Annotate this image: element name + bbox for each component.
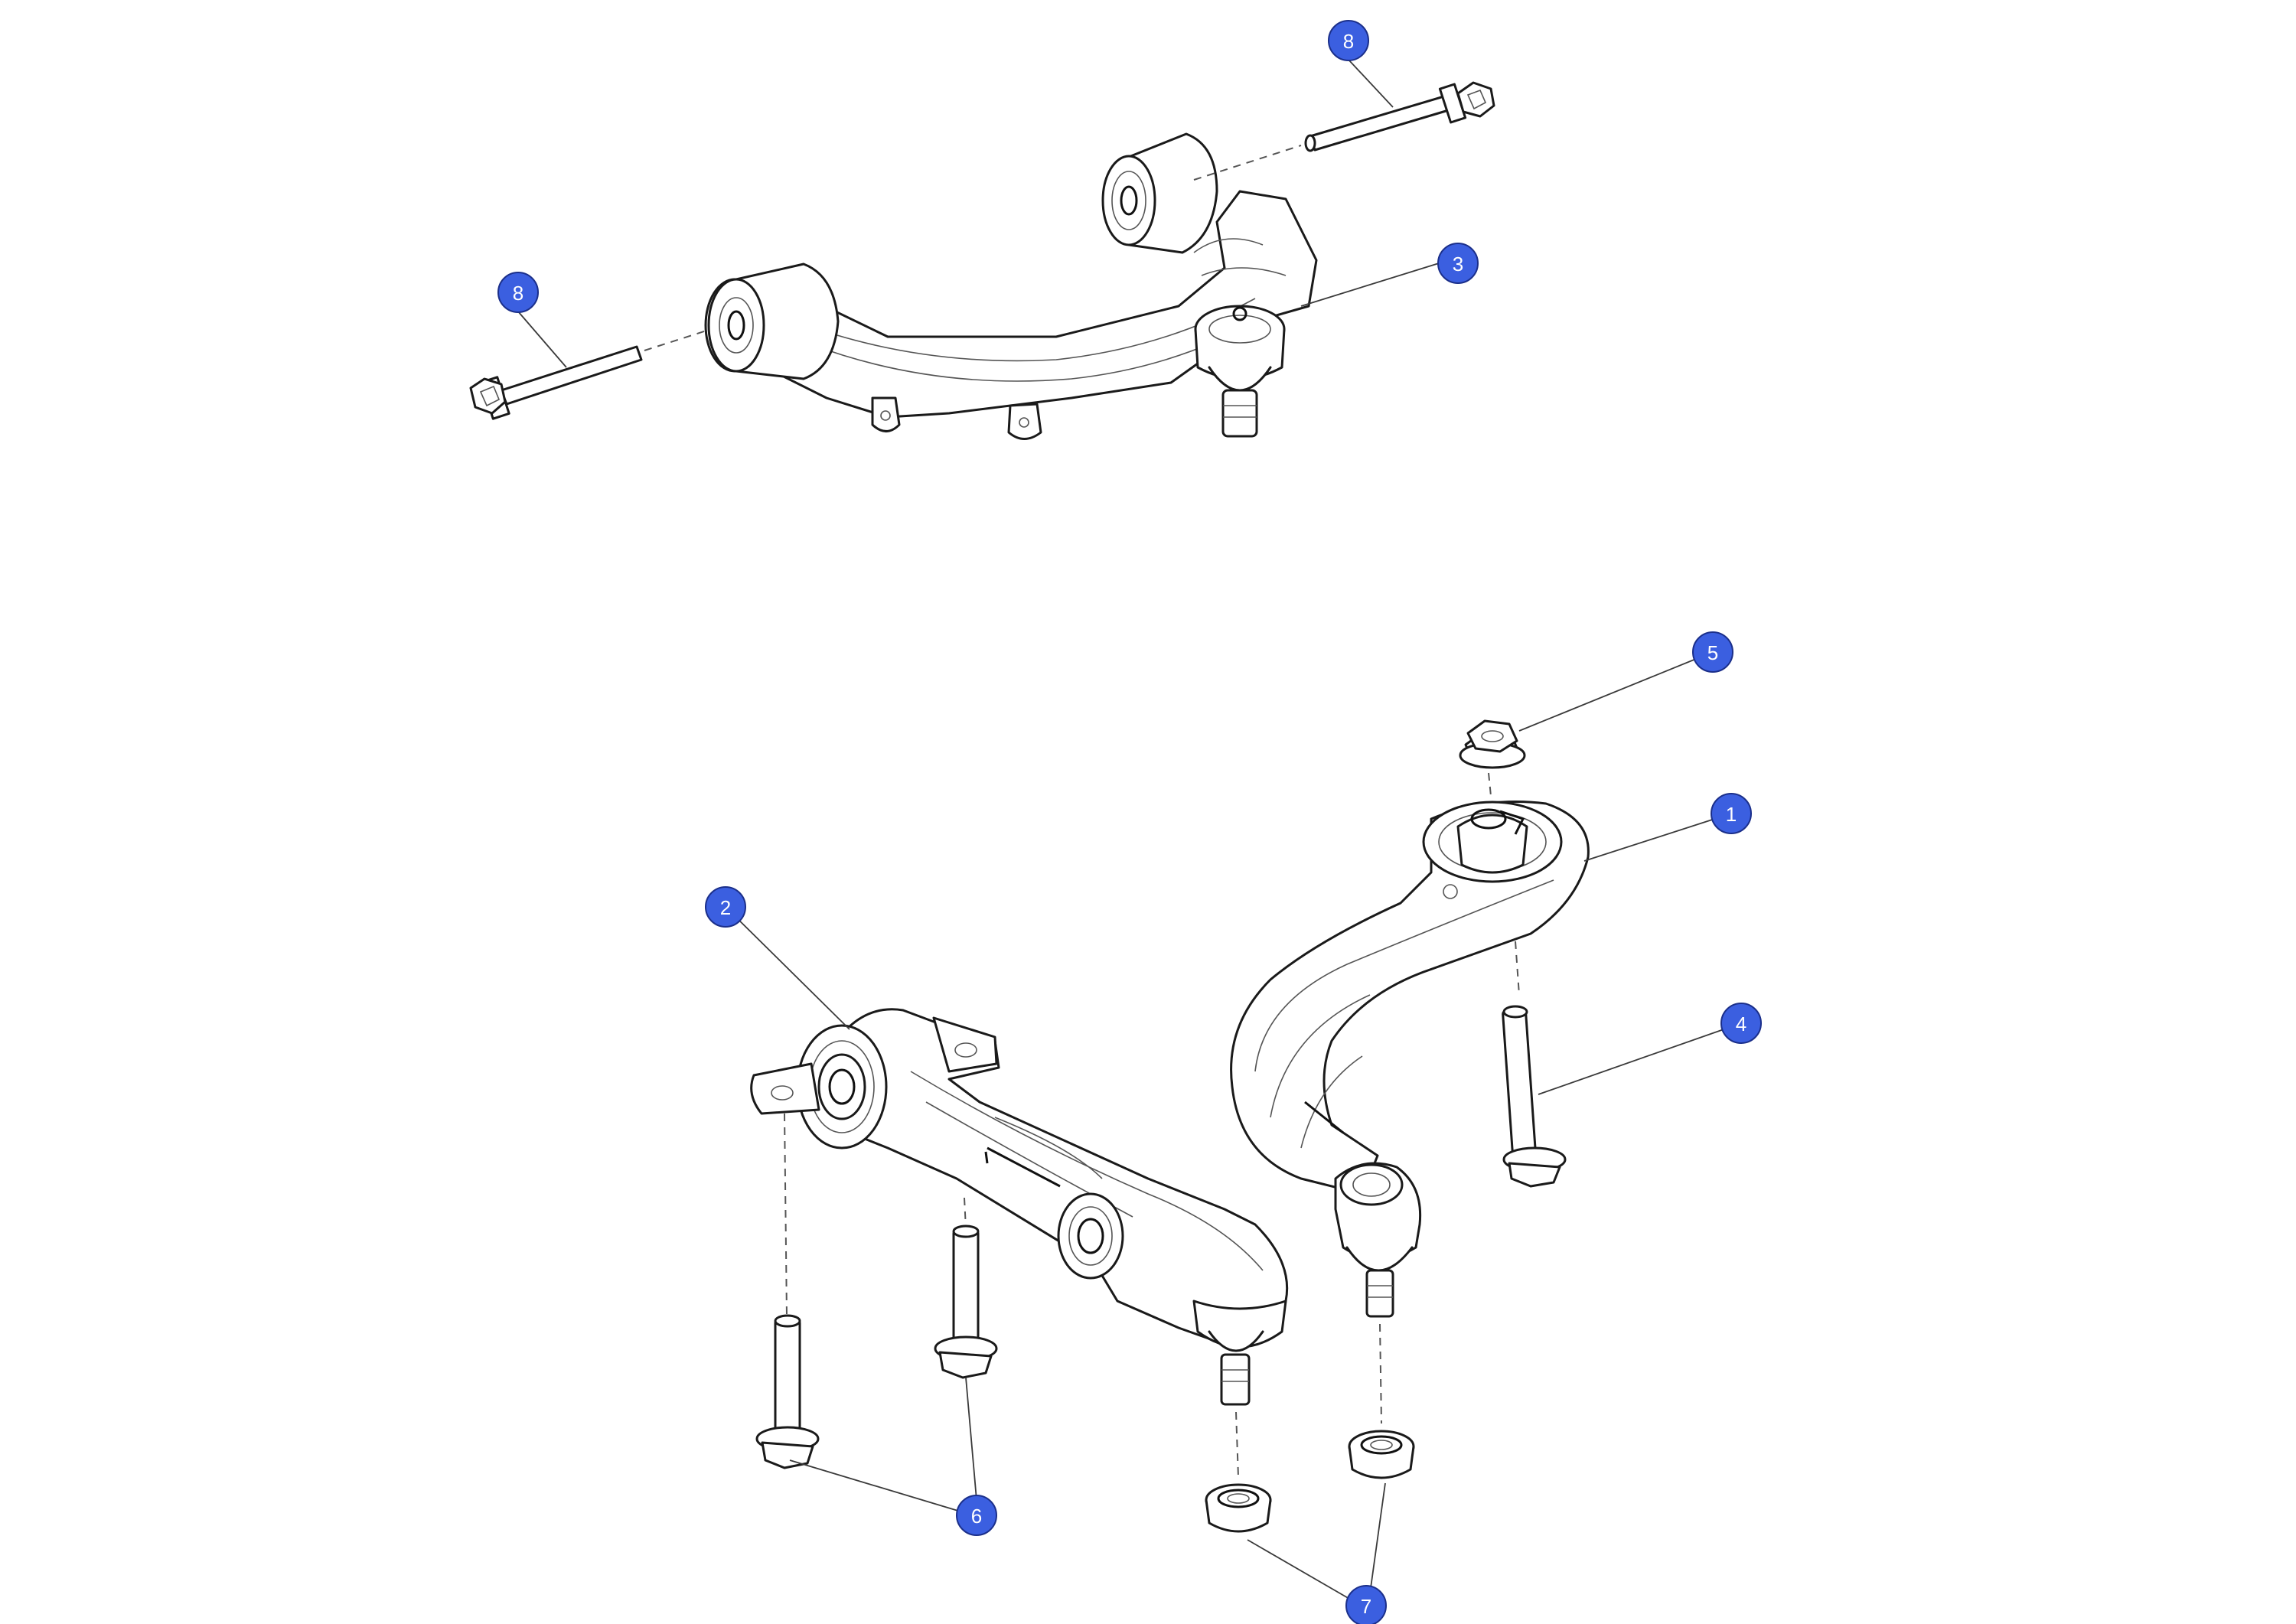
callout-2[interactable]: 2 — [705, 886, 746, 928]
flange-nut-upper — [1459, 719, 1526, 769]
leader-3 — [1300, 263, 1440, 307]
callout-3[interactable]: 3 — [1437, 243, 1479, 284]
callout-1-label: 1 — [1726, 803, 1737, 826]
callout-8b-label: 8 — [1343, 30, 1354, 53]
nut-7a-axis — [1235, 1411, 1239, 1478]
bolt-6b — [934, 1225, 998, 1379]
upper-control-arm-assembly — [469, 81, 1495, 440]
callout-5[interactable]: 5 — [1692, 631, 1733, 673]
lock-nut-7a — [1205, 1483, 1272, 1533]
leader-1 — [1583, 813, 1732, 862]
lower-rear-control-arm — [1230, 801, 1590, 1318]
callout-7-label: 7 — [1361, 1595, 1371, 1618]
leader-8b — [1348, 59, 1394, 108]
callout-8b[interactable]: 8 — [1328, 20, 1369, 61]
callout-8a-badge — [497, 272, 539, 313]
bolt-4-axis — [1515, 941, 1520, 996]
lock-nut-7b — [1348, 1430, 1415, 1479]
upper-right-bolt-axis — [1193, 145, 1302, 181]
nut-7b-axis — [1379, 1323, 1382, 1424]
leader-7a — [1247, 1539, 1365, 1608]
callout-8a[interactable]: 8 — [497, 272, 539, 313]
callout-6-badge — [956, 1495, 997, 1536]
callout-5-label: 5 — [1707, 641, 1718, 664]
leader-5 — [1518, 651, 1714, 732]
upper-arm-right-bolt — [1304, 81, 1495, 152]
callout-1-badge — [1711, 793, 1752, 834]
leader-6a — [789, 1459, 961, 1512]
leader-4 — [1538, 1022, 1742, 1095]
leader-lines — [517, 59, 1742, 1608]
callout-8b-badge — [1328, 20, 1369, 61]
bolt-6a — [755, 1314, 820, 1469]
upper-arm-left-bolt — [469, 345, 643, 420]
callout-3-label: 3 — [1453, 253, 1463, 276]
callout-3-badge — [1437, 243, 1479, 284]
leader-8a — [517, 311, 567, 368]
upper-control-arm — [704, 132, 1318, 440]
bolt-4 — [1502, 1005, 1567, 1188]
callout-7-badge — [1345, 1585, 1387, 1624]
leader-7b — [1369, 1482, 1386, 1594]
bolt-6b-axis — [964, 1197, 967, 1229]
callout-6-label: 6 — [971, 1505, 982, 1528]
leader-6b — [965, 1377, 977, 1501]
bolt-6a-axis — [784, 1113, 788, 1317]
callout-6[interactable]: 6 — [956, 1495, 997, 1536]
nut-5-axis — [1488, 772, 1492, 797]
leader-2 — [725, 906, 850, 1030]
lower-front-control-arm — [750, 1008, 1289, 1406]
callout-4[interactable]: 4 — [1720, 1003, 1762, 1044]
callout-4-badge — [1720, 1003, 1762, 1044]
callout-2-badge — [705, 886, 746, 928]
callout-5-badge — [1692, 631, 1733, 673]
callout-2-label: 2 — [720, 896, 731, 919]
callout-7[interactable]: 7 — [1345, 1585, 1387, 1624]
callout-1[interactable]: 1 — [1711, 793, 1752, 834]
callout-4-label: 4 — [1736, 1013, 1746, 1035]
callout-8a-label: 8 — [513, 282, 523, 305]
